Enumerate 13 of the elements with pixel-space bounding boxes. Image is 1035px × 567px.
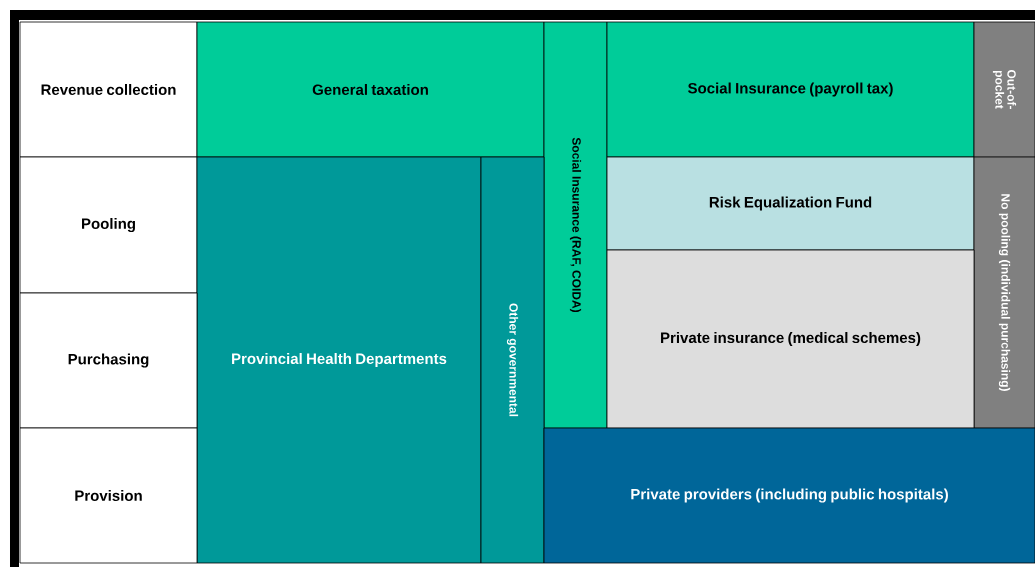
funding-block: Out-of-pocket (973, 21, 1035, 158)
funding-block: Other governmental (480, 156, 545, 564)
row-label: Provision (19, 427, 198, 564)
funding-block: Social Insurance (payroll tax) (606, 21, 975, 158)
funding-block: Risk Equalization Fund (606, 156, 975, 251)
row-label: Pooling (19, 156, 198, 294)
row-label: Purchasing (19, 292, 198, 429)
funding-block: Private insurance (medical schemes) (606, 249, 975, 429)
funding-block: Private providers (including public hospitals) (543, 427, 1035, 564)
node-label: Out-of-pocket (992, 70, 1017, 110)
funding-block: General taxation (196, 21, 545, 158)
row-label: Revenue collection (19, 21, 198, 158)
funding-block: Social Insurance (RAF, COIDA) (543, 21, 608, 429)
